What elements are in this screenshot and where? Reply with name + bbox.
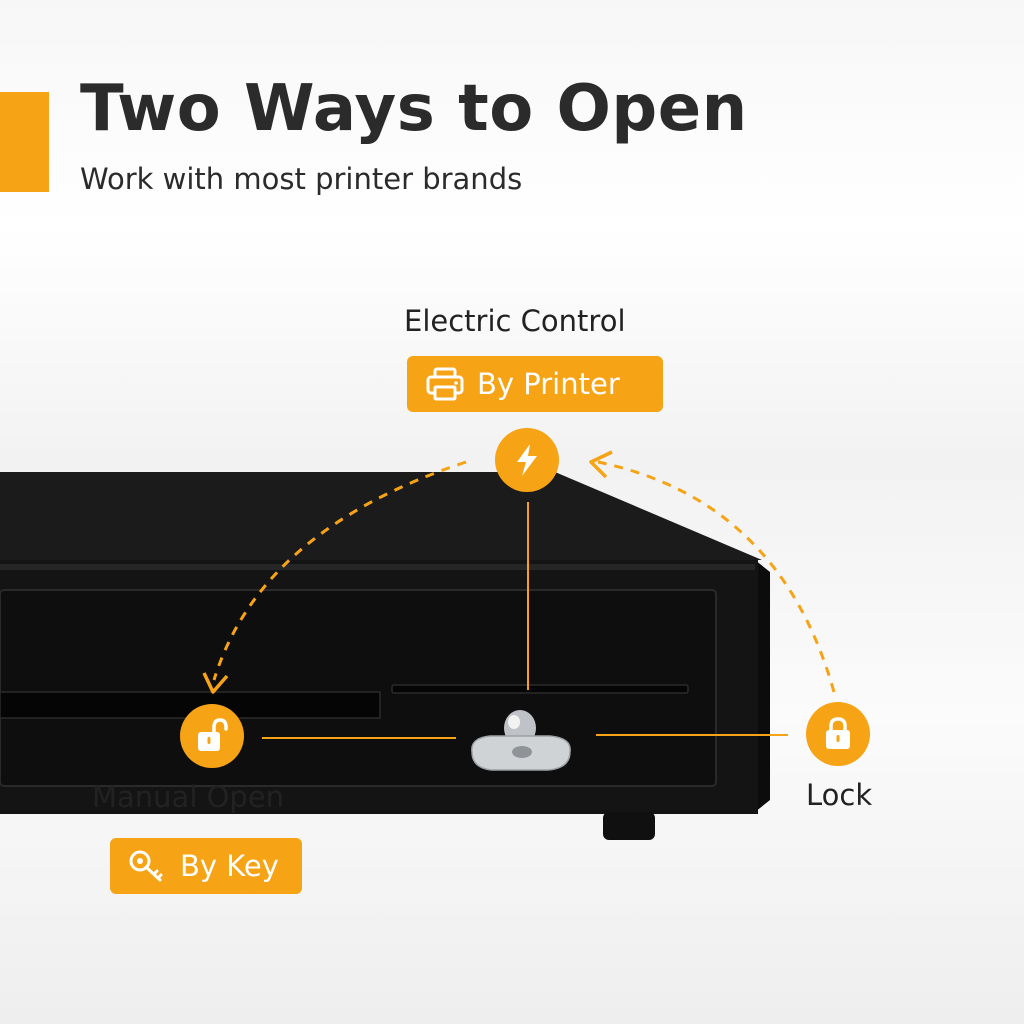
by-key-label: By Key bbox=[180, 849, 279, 883]
unlock-icon bbox=[198, 718, 228, 751]
page-subtitle: Work with most printer brands bbox=[80, 162, 523, 196]
electric-control-label: Electric Control bbox=[404, 304, 626, 338]
by-key-pill: By Key bbox=[110, 838, 302, 894]
printer-icon bbox=[426, 367, 464, 401]
by-printer-pill: By Printer bbox=[407, 356, 663, 412]
lock-badge bbox=[806, 702, 870, 766]
drawer-top bbox=[0, 472, 762, 560]
manual-badge bbox=[180, 704, 244, 768]
page-title: Two Ways to Open bbox=[80, 72, 748, 146]
by-printer-label: By Printer bbox=[477, 367, 620, 401]
accent-bar bbox=[0, 92, 49, 192]
key-icon bbox=[129, 850, 163, 882]
electric-badge bbox=[495, 428, 559, 492]
lock-icon bbox=[826, 717, 850, 749]
lightning-icon bbox=[517, 444, 537, 476]
drawer-side bbox=[755, 560, 770, 812]
manual-open-label: Manual Open bbox=[92, 780, 285, 814]
drawer-foot bbox=[603, 812, 655, 840]
lock-label: Lock bbox=[806, 778, 873, 812]
